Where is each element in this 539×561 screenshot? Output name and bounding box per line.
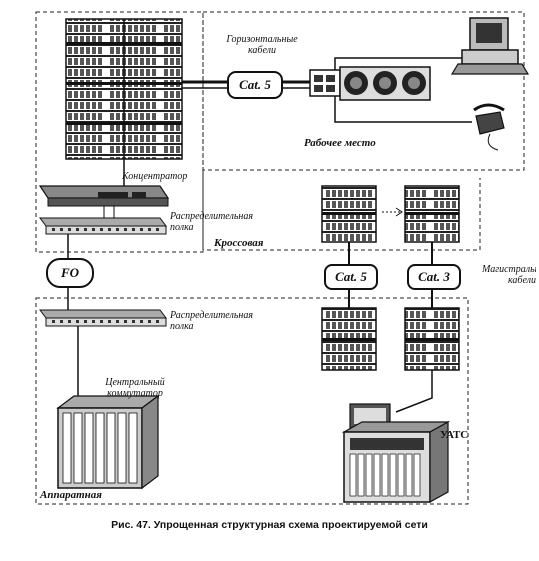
rack-upper-right <box>404 185 460 243</box>
equipment-room-zone <box>35 297 469 505</box>
computer-icon <box>450 17 530 75</box>
cat5-mid-tag: Cat. 5 <box>324 264 378 290</box>
telephone-icon <box>473 103 505 151</box>
patch-panel-bottom-label: Распределительная полка <box>170 310 254 332</box>
hub-label: Концентратор <box>122 171 188 182</box>
pbx-unit <box>341 403 451 504</box>
workplace-zone <box>202 11 525 171</box>
central-switch-label: Центральный коммутатор <box>105 377 165 399</box>
cat5-top-tag: Cat. 5 <box>227 71 283 99</box>
cross-room-zone <box>35 11 204 253</box>
central-switch-cabinet <box>56 394 160 490</box>
main-rack <box>65 18 183 160</box>
backbone-cables-label: Магистральные кабели <box>482 264 536 286</box>
workplace-label: Рабочее место <box>304 137 376 149</box>
pbx-label: УАТС <box>440 429 469 441</box>
rack-lower-right <box>404 307 460 371</box>
figure-caption: Рис. 47. Упрощенная структурная схема пр… <box>111 519 428 531</box>
patch-panel-top <box>39 217 167 235</box>
wall-outlet <box>309 69 341 97</box>
patch-panel-top-label: Распределительная полка <box>170 211 254 233</box>
horizontal-cables-label: Горизонтальные кабели <box>226 34 298 56</box>
hub-device <box>38 185 170 207</box>
fo-tag: FO <box>46 258 94 288</box>
cross-room-extension <box>202 170 481 251</box>
socket-panel <box>339 66 431 101</box>
rack-lower-left <box>321 307 377 371</box>
equipment-room-label: Аппаратная <box>40 489 102 501</box>
rack-upper-left <box>321 185 377 243</box>
zone-outlines <box>35 11 525 505</box>
patch-panel-bottom <box>39 309 167 327</box>
cross-room-label: Кроссовая <box>214 237 264 249</box>
cat3-mid-tag: Cat. 3 <box>407 264 461 290</box>
